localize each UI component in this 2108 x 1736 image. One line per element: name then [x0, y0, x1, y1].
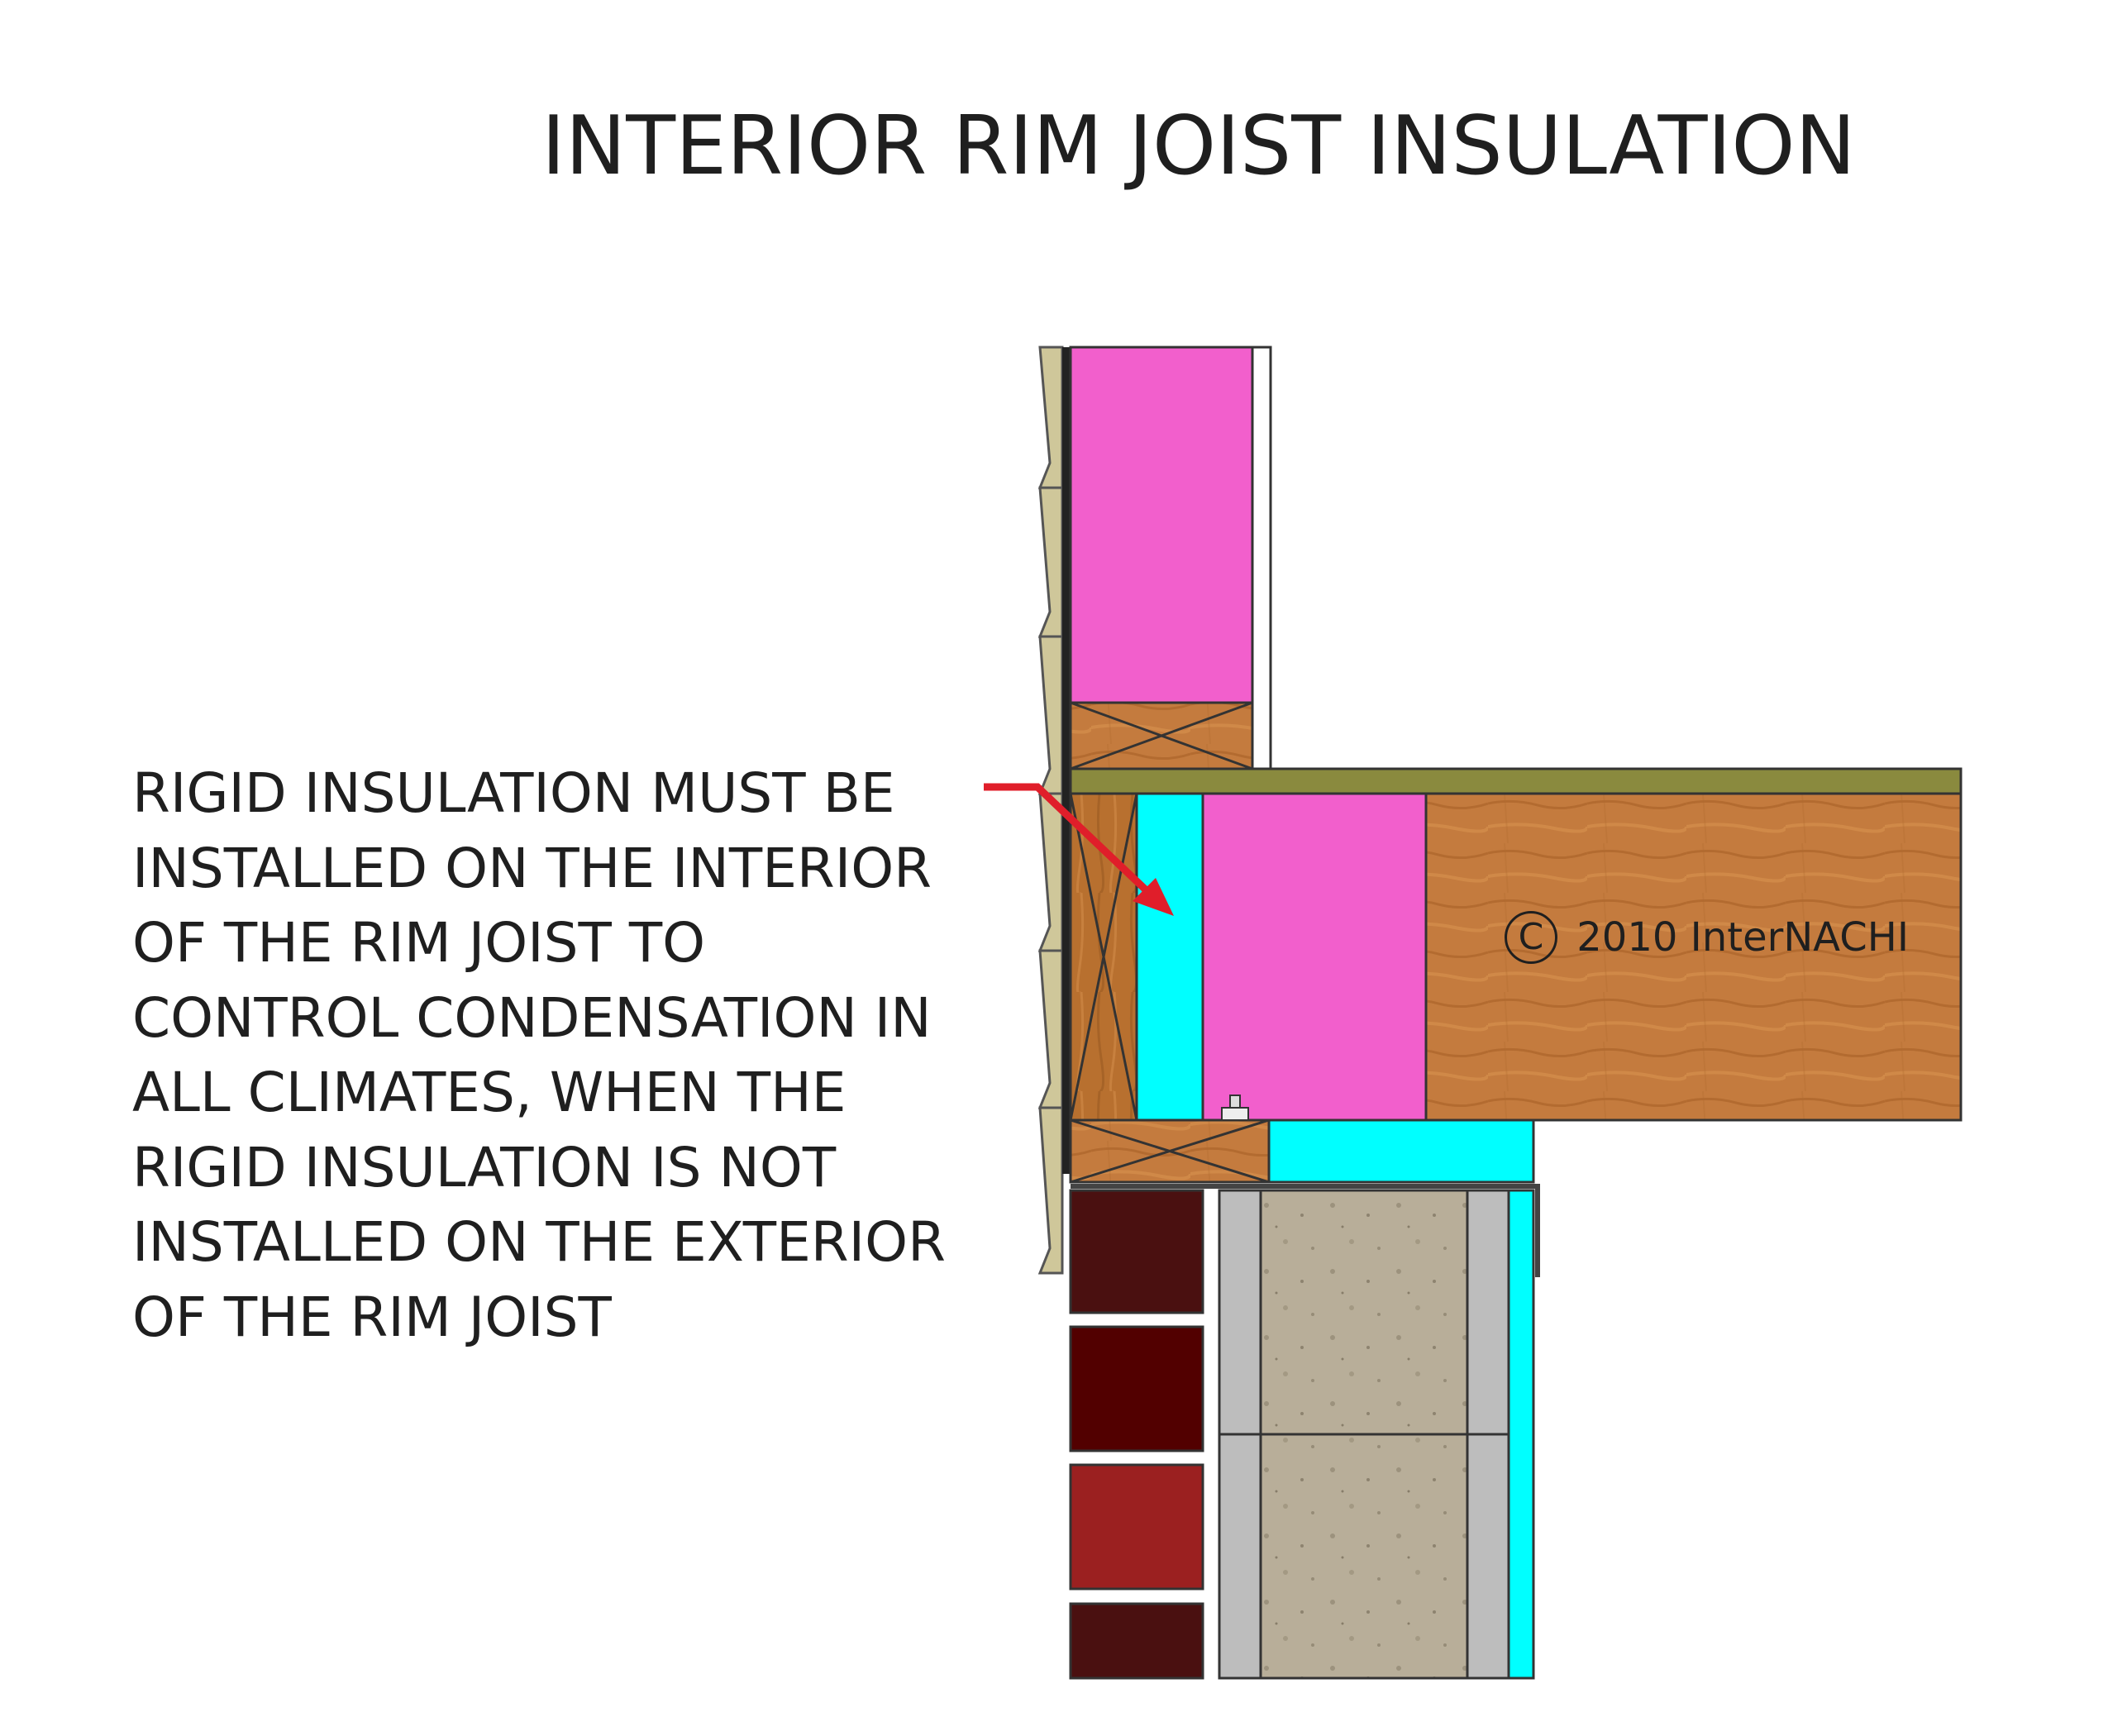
- copyright-notice: C 2010 InterNACHI: [1505, 911, 1909, 964]
- copyright-text: 2010 InterNACHI: [1576, 914, 1910, 961]
- interior-rigid-insulation: [1135, 792, 1204, 1122]
- brick-veneer: [1069, 1189, 1204, 1680]
- joist-cavity-batt-insulation: [1201, 792, 1428, 1122]
- concrete-block-wall: [1218, 1189, 1510, 1680]
- callout-note-line: OF THE RIM JOIST TO: [132, 911, 706, 975]
- callout-note: RIGID INSULATION MUST BE INSTALLED ON TH…: [132, 756, 1009, 1355]
- callout-note-line: OF THE RIM JOIST: [132, 1285, 612, 1349]
- sill-plate: [1069, 1118, 1271, 1184]
- callout-note-line: RIGID INSULATION IS NOT: [132, 1135, 837, 1199]
- anchor-bolt-nut: [1221, 1095, 1249, 1121]
- subfloor: [1069, 767, 1963, 795]
- interior-drywall: [1251, 346, 1272, 770]
- lap-siding: [1037, 346, 1064, 1275]
- callout-note-line: RIGID INSULATION MUST BE: [132, 761, 895, 825]
- rim-joist: [1069, 792, 1138, 1122]
- page-title: INTERIOR RIM JOIST INSULATION: [541, 99, 1856, 193]
- callout-note-line: INSTALLED ON THE INTERIOR: [132, 836, 932, 900]
- copyright-icon: C: [1505, 911, 1557, 964]
- callout-arrow: [984, 783, 1174, 916]
- wall-sheathing: [1062, 347, 1071, 1174]
- wall-batt-insulation: [1069, 346, 1254, 704]
- callout-note-line: CONTROL CONDENSATION IN: [132, 985, 932, 1050]
- foundation-top-rigid-insulation: [1267, 1118, 1535, 1184]
- wall-bottom-plate: [1069, 701, 1254, 770]
- foundation-interior-rigid-insulation: [1507, 1189, 1535, 1680]
- flashing: [1071, 1184, 1540, 1277]
- callout-note-line: ALL CLIMATES, WHEN THE: [132, 1061, 847, 1124]
- callout-note-line: INSTALLED ON THE EXTERIOR: [132, 1210, 946, 1274]
